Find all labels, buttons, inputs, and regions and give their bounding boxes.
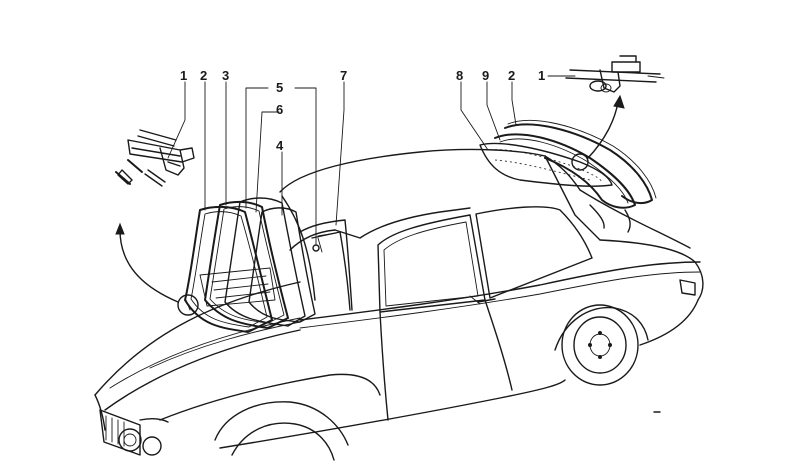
callout-1-right: 1 — [538, 68, 545, 83]
car-body — [94, 148, 704, 461]
callout-8: 8 — [456, 68, 463, 83]
seal-profile-detail-left — [115, 129, 195, 187]
callout-6: 6 — [276, 102, 283, 117]
windshield-glass-installed — [281, 195, 351, 311]
callout-9: 9 — [482, 68, 489, 83]
callout-labels: 1 2 3 5 6 7 4 8 9 2 1 — [180, 68, 545, 153]
callout-2-left: 2 — [200, 68, 207, 83]
callout-1-left: 1 — [180, 68, 187, 83]
seal-profile-detail-right — [565, 55, 665, 93]
callout-3: 3 — [222, 68, 229, 83]
detail-callout-left — [115, 222, 199, 316]
rear-window-assembly — [479, 94, 657, 233]
callout-7: 7 — [340, 68, 347, 83]
callout-4: 4 — [276, 138, 284, 153]
leader-lines — [167, 75, 576, 245]
callout-2-right: 2 — [508, 68, 515, 83]
front-seal-assembly — [184, 197, 353, 333]
callout-5: 5 — [276, 80, 283, 95]
